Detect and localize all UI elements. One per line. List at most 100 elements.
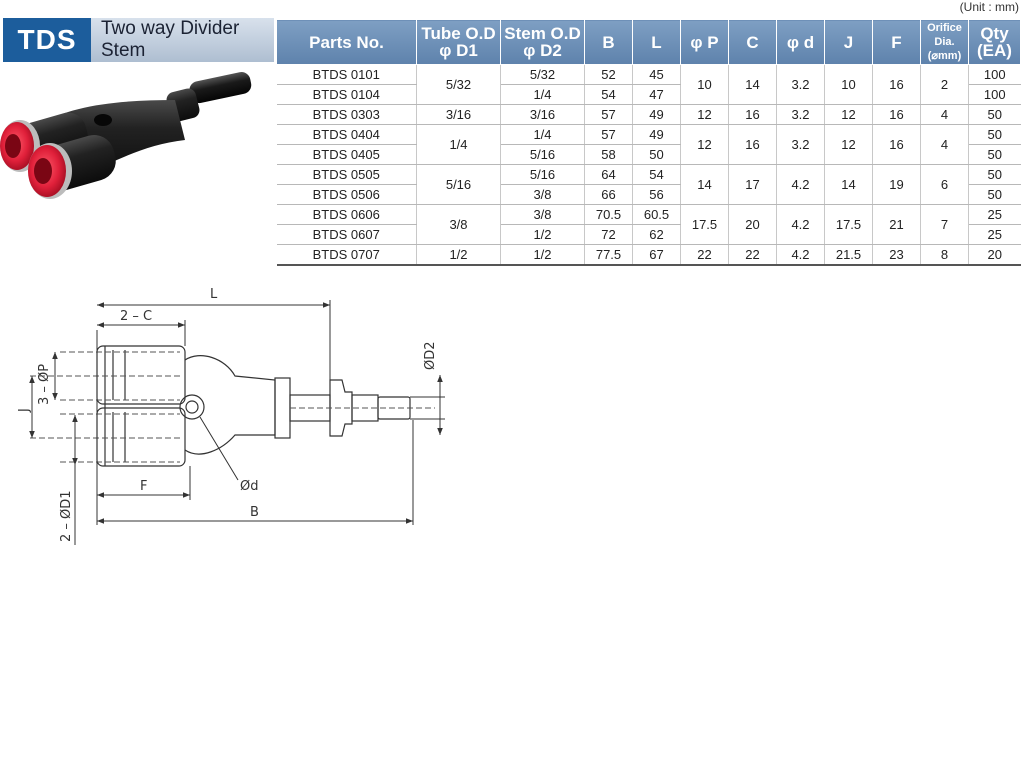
cell-phi-d: 4.2 [776,244,825,266]
cell-c: 17 [728,164,777,205]
cell-stem-od: 3/8 [500,184,585,205]
cell-tube-od: 5/16 [416,164,501,205]
cell-part-no: BTDS 0606 [276,204,417,225]
col-header-phi-p: φ P [680,19,729,65]
cell-part-no: BTDS 0607 [276,224,417,245]
cell-b: 57 [584,104,633,125]
table-row: BTDS 0303 3/16 3/16 57 49 12 16 3.2 12 1… [276,104,1021,125]
cell-qty: 100 [968,84,1021,105]
table-row: BTDS 0405 5/16 58 50 50 [276,144,1021,165]
cell-orifice: 2 [920,64,969,105]
cell-j: 14 [824,164,873,205]
cell-qty: 25 [968,224,1021,245]
cell-c: 22 [728,244,777,266]
cell-tube-od: 3/16 [416,104,501,125]
cell-part-no: BTDS 0707 [276,244,417,266]
label-j: J [17,408,32,413]
cell-l: 49 [632,124,681,145]
spec-table-body: BTDS 0101 5/32 5/32 52 45 10 14 3.2 10 1… [276,64,1021,266]
cell-b: 52 [584,64,633,85]
cell-phi-d: 4.2 [776,164,825,205]
label-phi-d2: ØD2 [423,341,438,370]
cell-part-no: BTDS 0303 [276,104,417,125]
cell-tube-od: 1/4 [416,124,501,165]
cell-qty: 20 [968,244,1021,266]
label-f: F [140,479,147,494]
cell-stem-od: 3/8 [500,204,585,225]
label-phi-d: Ød [240,479,258,494]
cell-orifice: 4 [920,104,969,125]
cell-part-no: BTDS 0104 [276,84,417,105]
unit-note: (Unit : mm) [959,0,1019,14]
table-row: BTDS 0104 1/4 54 47 100 [276,84,1021,105]
cell-orifice: 8 [920,244,969,266]
cell-qty: 50 [968,124,1021,145]
cell-stem-od: 1/4 [500,124,585,145]
cell-phi-p: 12 [680,124,729,165]
label-3-phi-p: 3 – ØP [37,364,52,405]
col-header-f: F [872,19,921,65]
cell-c: 14 [728,64,777,105]
cell-f: 21 [872,204,921,245]
cell-l: 49 [632,104,681,125]
cell-f: 19 [872,164,921,205]
table-row: BTDS 0606 3/8 3/8 70.5 60.5 17.5 20 4.2 … [276,204,1021,245]
cell-l: 54 [632,164,681,185]
cell-c: 20 [728,204,777,245]
cell-j: 17.5 [824,204,873,245]
cell-stem-od: 5/16 [500,144,585,165]
cell-l: 62 [632,224,681,245]
cell-part-no: BTDS 0506 [276,184,417,205]
table-row: BTDS 0101 5/32 5/32 52 45 10 14 3.2 10 1… [276,64,1021,105]
cell-j: 21.5 [824,244,873,266]
cell-phi-d: 3.2 [776,64,825,105]
cell-f: 16 [872,104,921,125]
cell-l: 45 [632,64,681,85]
cell-stem-od: 3/16 [500,104,585,125]
cell-j: 10 [824,64,873,105]
cell-orifice: 6 [920,164,969,205]
cell-qty: 100 [968,64,1021,85]
cell-j: 12 [824,104,873,125]
cell-phi-p: 22 [680,244,729,266]
cell-phi-p: 12 [680,104,729,125]
cell-qty: 50 [968,104,1021,125]
col-header-orifice-dia: Orifice Dia.(⌀mm) [920,19,969,65]
product-subtitle: Two way Divider Stem [91,18,274,62]
cell-l: 56 [632,184,681,205]
col-header-parts-no: Parts No. [276,19,417,65]
cell-l: 60.5 [632,204,681,225]
cell-stem-od: 5/16 [500,164,585,185]
cell-l: 67 [632,244,681,266]
cell-part-no: BTDS 0505 [276,164,417,185]
cell-f: 16 [872,64,921,105]
cell-b: 64 [584,164,633,185]
product-header: TDS Two way Divider Stem [3,18,274,62]
label-2c: 2 – C [120,309,152,324]
cell-b: 72 [584,224,633,245]
dimension-drawing: L 2 – C F B Ød ØD2 3 – ØP J 2 – ØD1 [17,287,445,545]
cell-b: 70.5 [584,204,633,225]
cell-qty: 50 [968,184,1021,205]
cell-part-no: BTDS 0404 [276,124,417,145]
table-row: BTDS 0506 3/8 66 56 50 [276,184,1021,205]
cell-j: 12 [824,124,873,165]
cell-b: 57 [584,124,633,145]
cell-phi-p: 17.5 [680,204,729,245]
cell-phi-d: 4.2 [776,204,825,245]
cell-part-no: BTDS 0101 [276,64,417,85]
label-l: L [210,287,218,302]
table-row: BTDS 0707 1/2 1/2 77.5 67 22 22 4.2 21.5… [276,244,1021,266]
cell-l: 50 [632,144,681,165]
cell-f: 23 [872,244,921,266]
cell-qty: 50 [968,144,1021,165]
cell-phi-p: 10 [680,64,729,105]
cell-b: 58 [584,144,633,165]
table-row: BTDS 0404 1/4 1/4 57 49 12 16 3.2 12 16 … [276,124,1021,165]
table-row: BTDS 0505 5/16 5/16 64 54 14 17 4.2 14 1… [276,164,1021,205]
table-row: BTDS 0607 1/2 72 62 25 [276,224,1021,245]
cell-b: 77.5 [584,244,633,266]
